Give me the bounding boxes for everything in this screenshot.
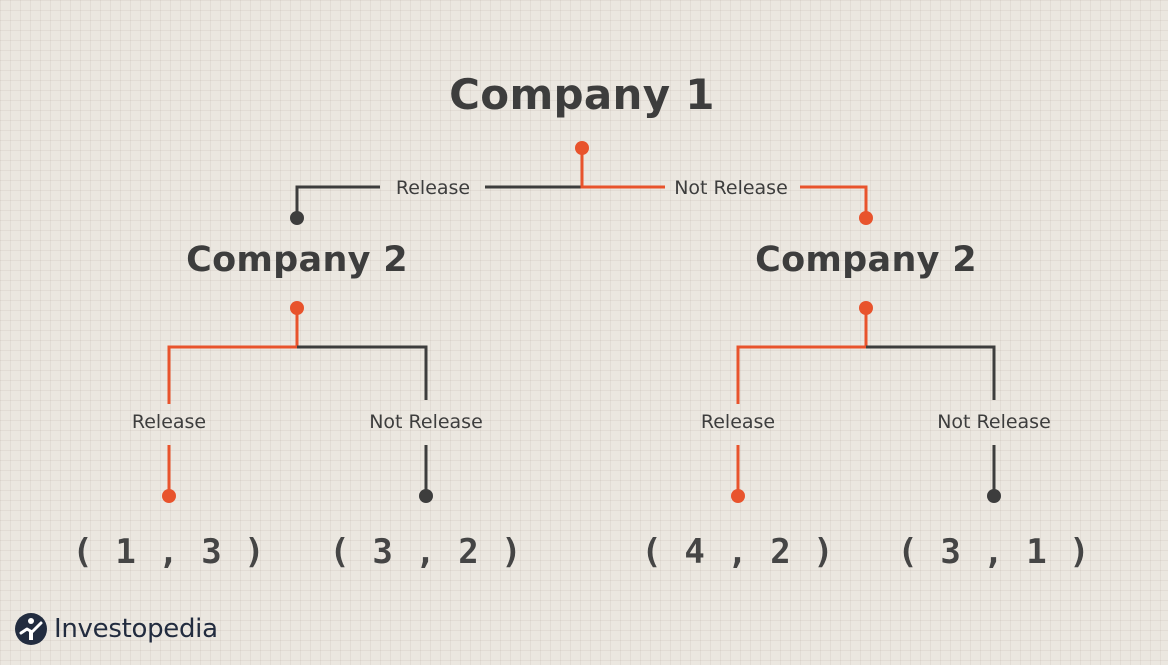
root-release-branch-end xyxy=(295,185,380,218)
payoff-3: ( 4 , 2 ) xyxy=(641,532,835,572)
left-node-title: Company 2 xyxy=(186,240,408,280)
payoff-2: ( 3 , 2 ) xyxy=(329,532,523,572)
right-node-dot xyxy=(859,301,873,315)
right-node-release-branch xyxy=(736,310,868,404)
investopedia-logo-icon xyxy=(15,613,47,645)
left-node-dot xyxy=(290,301,304,315)
investopedia-logo: Investopedia xyxy=(14,612,218,646)
root-not-release-branch xyxy=(580,150,665,189)
left-node-not-release-label: Not Release xyxy=(369,411,483,433)
root-release-label: Release xyxy=(395,177,471,199)
right-node-release-label: Release xyxy=(700,411,776,433)
leaf-dot-1 xyxy=(162,489,176,503)
right-node-not-release-label: Not Release xyxy=(937,411,1051,433)
left-node-not-release-branch xyxy=(297,345,428,400)
root-title: Company 1 xyxy=(449,70,715,119)
leaf-dot-3 xyxy=(731,489,745,503)
right-node-title: Company 2 xyxy=(755,240,977,280)
logo-text: Investopedia xyxy=(54,614,218,644)
root-node-dot xyxy=(575,141,589,155)
right-node-top-dot xyxy=(859,211,873,225)
left-node-top-dot xyxy=(290,211,304,225)
left-node-release-branch xyxy=(167,310,299,404)
root-not-release-branch-end xyxy=(800,185,868,218)
leaf-dot-2 xyxy=(419,489,433,503)
root-not-release-label: Not Release xyxy=(674,177,788,199)
right-node-not-release-branch xyxy=(866,345,996,400)
payoff-4: ( 3 , 1 ) xyxy=(897,532,1091,572)
leaf-dot-4 xyxy=(987,489,1001,503)
payoff-1: ( 1 , 3 ) xyxy=(72,532,266,572)
left-node-release-label: Release xyxy=(131,411,207,433)
